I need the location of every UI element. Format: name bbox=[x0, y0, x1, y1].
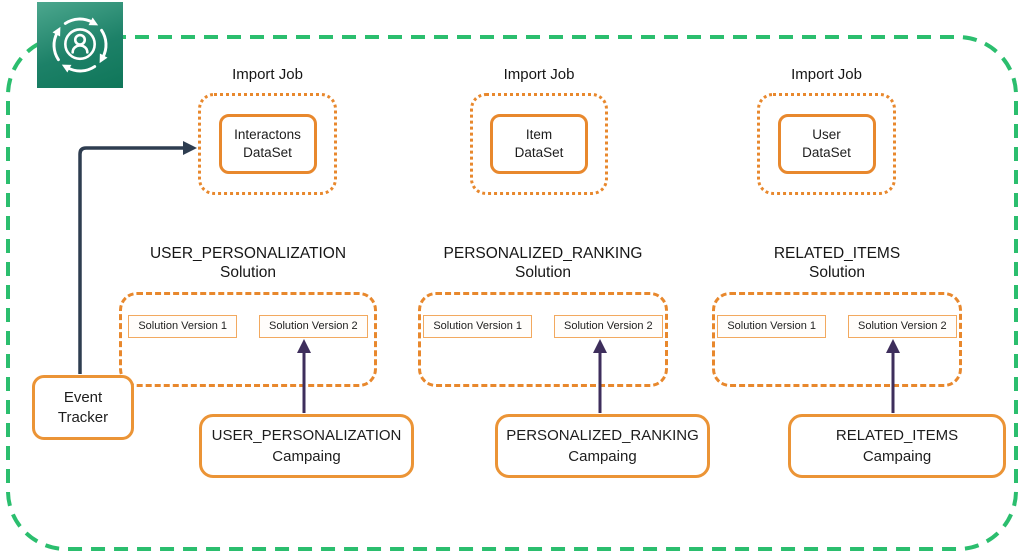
solution-title: RELATED_ITEMS Solution bbox=[773, 245, 901, 281]
campaign-box-user-personalization: USER_PERSONALIZATION Campaing bbox=[199, 414, 414, 478]
solution-group-personalized-ranking: PERSONALIZED_RANKING Solution Solution V… bbox=[418, 244, 668, 387]
solution-title: PERSONALIZED_RANKING Solution bbox=[443, 245, 643, 281]
import-job-title: Import Job bbox=[791, 66, 862, 83]
solution-dashed-box: Solution Version 1 Solution Version 2 bbox=[418, 292, 668, 387]
import-job-group-user: Import Job User DataSet bbox=[757, 64, 896, 195]
solution-version-chip: Solution Version 2 bbox=[259, 315, 368, 338]
import-job-title: Import Job bbox=[232, 66, 303, 83]
dataset-box-item: Item DataSet bbox=[490, 114, 588, 174]
solution-version-chip: Solution Version 2 bbox=[848, 315, 957, 338]
import-job-group-interactions: Import Job Interactons DataSet bbox=[198, 64, 337, 195]
personalize-service-icon bbox=[37, 2, 123, 88]
solution-group-related-items: RELATED_ITEMS Solution Solution Version … bbox=[712, 244, 962, 387]
import-job-group-item: Import Job Item DataSet bbox=[470, 64, 608, 195]
campaign-box-related-items: RELATED_ITEMS Campaing bbox=[788, 414, 1006, 478]
solution-dashed-box: Solution Version 1 Solution Version 2 bbox=[119, 292, 377, 387]
solution-title: USER_PERSONALIZATION Solution bbox=[149, 245, 347, 281]
event-tracker-box: Event Tracker bbox=[32, 375, 134, 440]
solution-version-chip: Solution Version 1 bbox=[423, 315, 532, 338]
import-job-dotted-box: Item DataSet bbox=[470, 93, 608, 195]
dataset-box-user: User DataSet bbox=[777, 114, 876, 174]
solution-group-user-personalization: USER_PERSONALIZATION Solution Solution V… bbox=[119, 244, 377, 387]
dataset-box-interactions: Interactons DataSet bbox=[218, 114, 317, 174]
import-job-dotted-box: User DataSet bbox=[757, 93, 896, 195]
solution-version-chip: Solution Version 1 bbox=[717, 315, 826, 338]
solution-dashed-box: Solution Version 1 Solution Version 2 bbox=[712, 292, 962, 387]
import-job-dotted-box: Interactons DataSet bbox=[198, 93, 337, 195]
campaign-box-personalized-ranking: PERSONALIZED_RANKING Campaing bbox=[495, 414, 710, 478]
person-cycle-icon bbox=[52, 17, 108, 73]
import-job-title: Import Job bbox=[503, 66, 575, 83]
solution-version-chip: Solution Version 2 bbox=[554, 315, 663, 338]
solution-version-chip: Solution Version 1 bbox=[128, 315, 237, 338]
